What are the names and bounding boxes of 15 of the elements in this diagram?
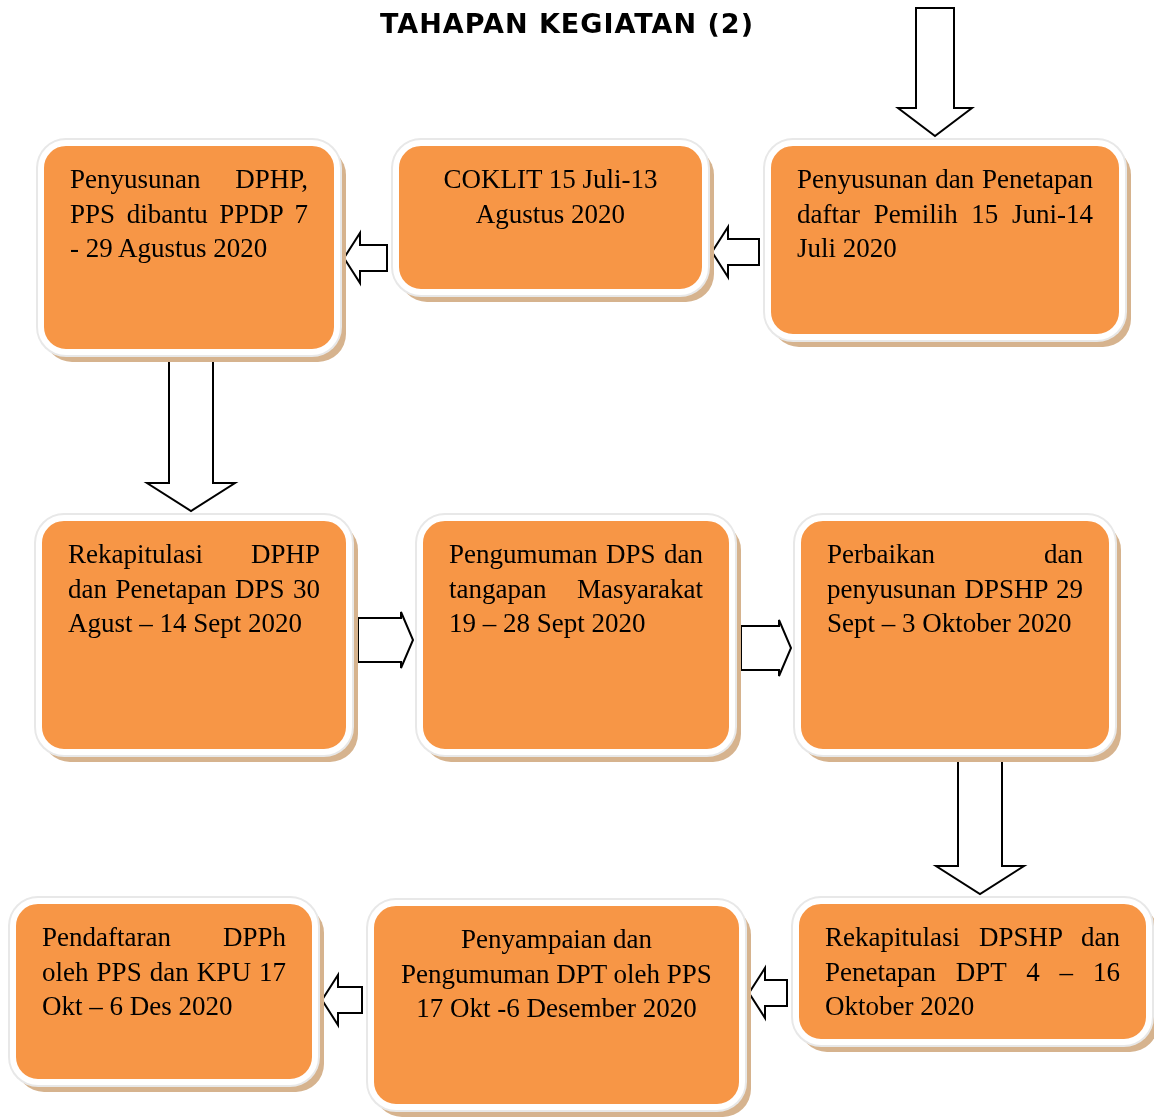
step-text: Penyusunan DPHP, PPS dibantu PPDP 7 - 29 Agustus 2020 (70, 163, 308, 265)
step-text: Rekapitulasi DPSHP dan Penetapan DPT 4 – 16 Oktober 2020 (825, 921, 1120, 1023)
block-arrow (740, 619, 793, 677)
step-text: Perbaikan dan penyusunan DPSHP 29 Sept – 3 Oktober 2020 (827, 538, 1083, 640)
step-text: Pendaftaran DPPh oleh PPS dan KPU 17 Okt – 6 Des 2020 (42, 921, 286, 1023)
step-text: COKLIT 15 Juli-13 Agustus 2020 (442, 163, 659, 231)
block-arrow (932, 760, 1028, 896)
step-text: Penyampaian dan Pengumuman DPT oleh PPS 17 Okt -6 Desember 2020 (400, 923, 713, 1025)
step-text: Penyusunan dan Penetapan daftar Pemilih 15 Juni-14 Juli 2020 (797, 163, 1093, 265)
step-text: Rekapitulasi DPHP dan Penetapan DPS 30 Agust – 14 Sept 2020 (68, 538, 320, 640)
step-text: Pengumuman DPS dan tangapan Masyarakat 19 – 28 Sept 2020 (449, 538, 703, 640)
block-arrow (143, 360, 239, 513)
diagram-title: TAHAPAN KEGIATAN (2) (380, 8, 755, 39)
block-arrow (895, 7, 975, 138)
block-arrow (357, 611, 415, 669)
